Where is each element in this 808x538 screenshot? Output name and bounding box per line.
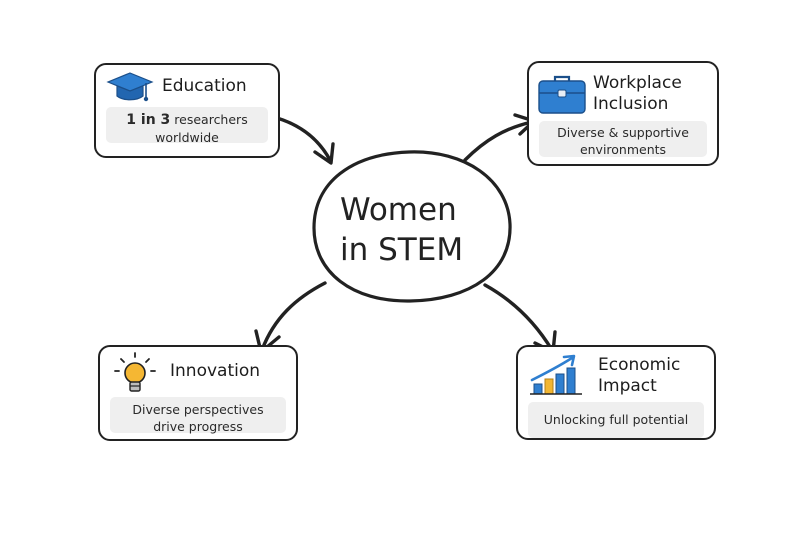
education-title: Education (162, 76, 247, 96)
briefcase-icon (538, 75, 586, 114)
node-economic-impact: Economic Impact Unlocking full potential (516, 345, 716, 440)
economic-desc: Unlocking full potential (543, 412, 689, 427)
education-stat-line2: worldwide (155, 130, 219, 145)
economic-title-line2: Impact (598, 376, 657, 396)
economic-title-line1: Economic (598, 355, 681, 375)
economic-desc-band (528, 402, 704, 438)
workplace-desc-band (539, 121, 707, 157)
workplace-desc-line2: environments (579, 142, 667, 157)
workplace-desc-line1: Diverse & supportive (557, 125, 689, 140)
innovation-desc-band (110, 397, 286, 433)
arrow-center-to-economic (483, 283, 557, 354)
innovation-desc-line1: Diverse perspectives (132, 402, 264, 417)
center-title-line2: in STEM (340, 232, 464, 268)
center-hub-circle (312, 150, 512, 303)
lightbulb-icon (114, 352, 156, 392)
innovation-desc: Diverse perspectives drive progress (106, 401, 290, 435)
education-stat-rest: researchers (174, 112, 248, 127)
center-title-line1: Women (340, 192, 457, 228)
node-workplace-inclusion: Workplace Inclusion Diverse & supportive… (527, 61, 719, 166)
education-desc-band (106, 107, 268, 143)
bar-chart-growth-icon (530, 354, 582, 395)
graduation-cap-icon (106, 72, 154, 102)
workplace-desc: Diverse & supportive environments (535, 124, 711, 158)
arrow-education-to-center (275, 116, 335, 165)
center-title: Women in STEM (316, 190, 502, 270)
node-innovation: Innovation Diverse perspectives drive pr… (98, 345, 298, 441)
economic-title: Economic Impact (598, 355, 680, 397)
node-education: Education 1 in 3 researchers worldwide (94, 63, 280, 158)
education-stat-bold: 1 in 3 (126, 112, 171, 128)
workplace-title-line2: Inclusion (593, 94, 669, 114)
education-stat: 1 in 3 researchers worldwide (102, 111, 272, 146)
arrow-center-to-workplace (463, 113, 536, 162)
innovation-title: Innovation (170, 361, 261, 381)
innovation-desc-line2: drive progress (153, 419, 243, 434)
workplace-title-line1: Workplace (593, 73, 682, 93)
workplace-title: Workplace Inclusion (593, 73, 682, 115)
arrow-center-to-innovation (254, 281, 327, 354)
